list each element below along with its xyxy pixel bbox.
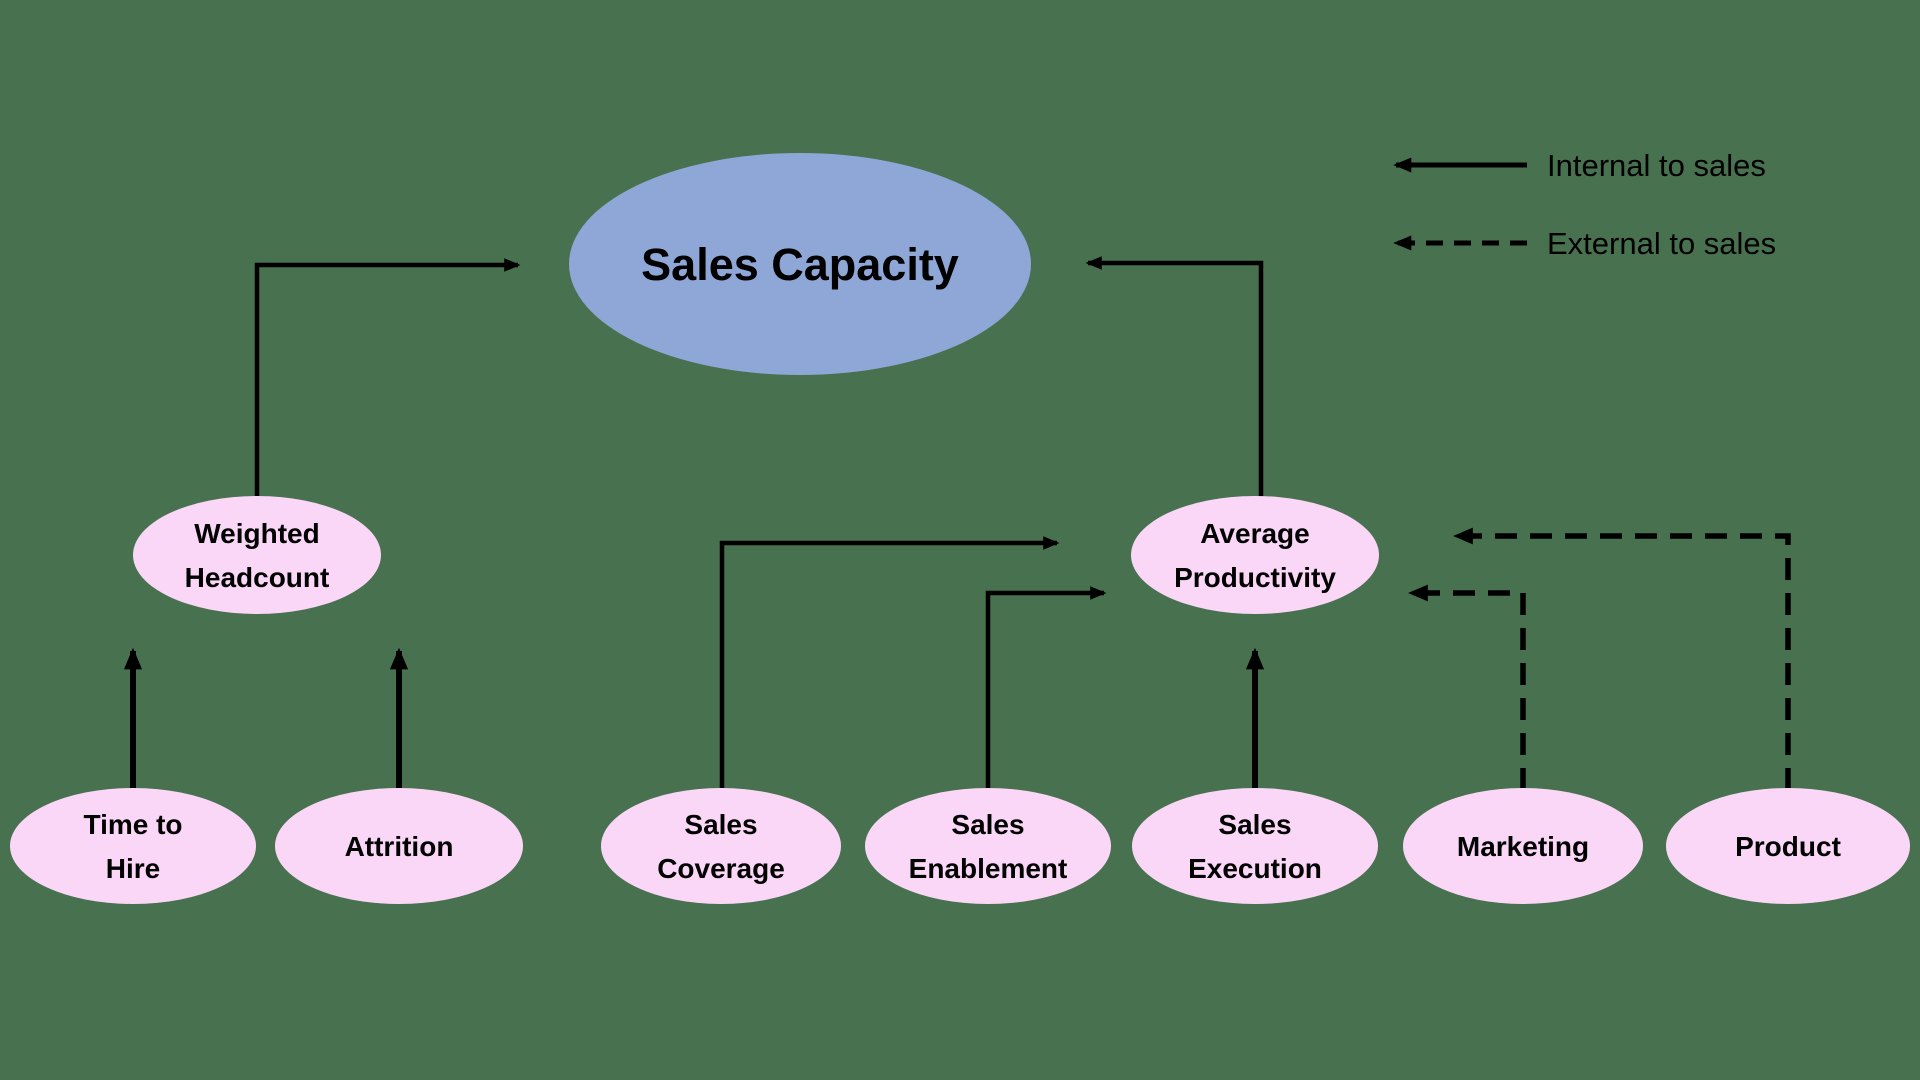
node-sales-capacity: Sales Capacity <box>569 153 1031 375</box>
sales-coverage-ellipse <box>601 788 841 904</box>
product-ellipse <box>1666 788 1910 904</box>
average-productivity-ellipse <box>1131 496 1379 614</box>
legend-label-external: External to sales <box>1547 226 1776 261</box>
edge-weighted-headcount-to-sales-capacity <box>254 258 521 496</box>
sales-execution-ellipse <box>1132 788 1378 904</box>
time-to-hire-ellipse <box>10 788 256 904</box>
edge-sales-coverage-to-average-productivity <box>719 536 1060 790</box>
attrition-ellipse <box>275 788 523 904</box>
weighted-headcount-ellipse <box>133 496 381 614</box>
legend: Internal to sales External to sales <box>1393 148 1776 261</box>
marketing-label: Marketing <box>1457 831 1589 862</box>
attrition-label: Attrition <box>345 831 454 862</box>
node-attrition: Attrition <box>275 788 523 904</box>
edge-average-productivity-to-sales-capacity <box>1085 256 1264 497</box>
edge-product-to-average-productivity <box>1453 527 1791 790</box>
node-marketing: Marketing <box>1403 788 1643 904</box>
legend-label-internal: Internal to sales <box>1547 148 1766 183</box>
edges-layer <box>123 256 1791 790</box>
sales-enablement-ellipse <box>865 788 1111 904</box>
product-label: Product <box>1735 831 1841 862</box>
sales-capacity-label: Sales Capacity <box>641 239 959 290</box>
edge-sales-enablement-to-average-productivity <box>985 586 1107 790</box>
node-product: Product <box>1666 788 1910 904</box>
sales-capacity-ellipse <box>569 153 1031 375</box>
marketing-ellipse <box>1403 788 1643 904</box>
edge-marketing-to-average-productivity <box>1408 584 1526 790</box>
